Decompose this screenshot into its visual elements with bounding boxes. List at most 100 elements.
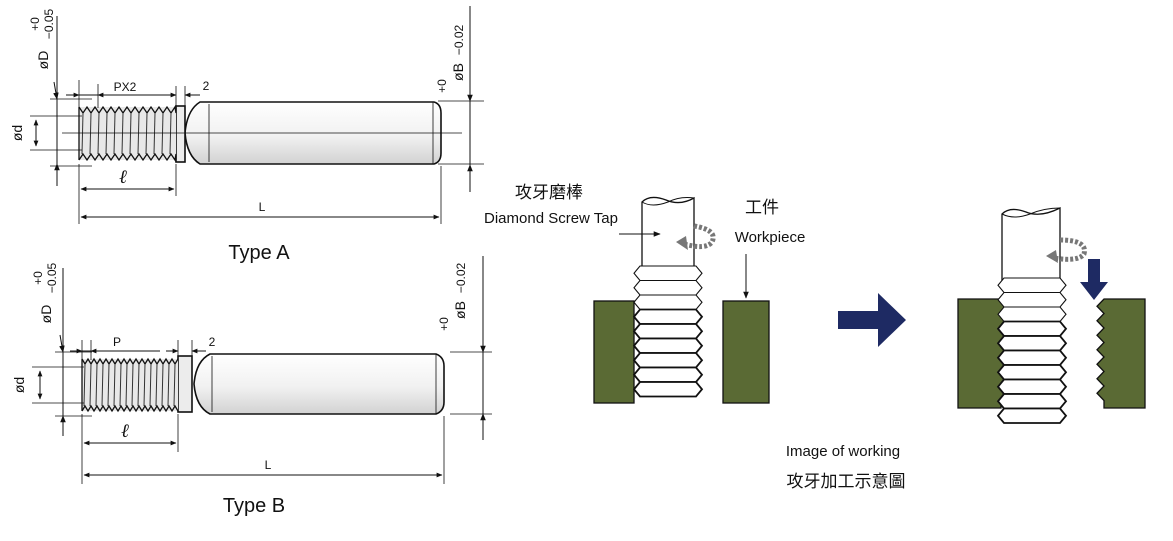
type-a-thread	[78, 105, 177, 162]
type-a-dim-B: øB +0 −0.02	[435, 6, 484, 192]
workpiece-right-b	[1096, 298, 1146, 409]
type-b-thread-len-label: ℓ	[121, 420, 129, 442]
type-b-thread-flank	[131, 363, 134, 407]
type-b-diam-D-label: øD	[38, 305, 54, 324]
workpiece-label-zh: 工件	[745, 198, 779, 218]
type-b-thread-flank	[101, 363, 104, 407]
tap-a-ridge	[632, 381, 704, 398]
tap-b-ridge	[997, 306, 1067, 323]
type-b-thread-flank	[137, 363, 140, 407]
type-a-drawing: øD +0 −0.05 ød PX2	[9, 6, 484, 264]
type-a-dim-D: øD +0 −0.05	[28, 8, 92, 186]
type-b-diam-B-tol-lower: −0.02	[454, 262, 468, 293]
tap-a-ridge	[633, 279, 703, 296]
type-b-thread-flank	[155, 363, 158, 407]
type-b-diam-D-tol-upper: +0	[31, 271, 45, 285]
type-b-body	[81, 353, 445, 415]
tap-b-ridge	[996, 407, 1068, 424]
type-b-dim-lengths: ℓ L	[81, 414, 445, 484]
tap-a-ridge	[633, 265, 703, 282]
tap-a-ridge	[632, 337, 704, 354]
type-b-dim-B: øB +0 −0.02	[437, 256, 492, 440]
type-b-thread-flank	[167, 363, 170, 407]
type-b-thread-flank	[143, 363, 146, 407]
type-b-thread	[81, 357, 179, 413]
working-after	[957, 206, 1146, 424]
tap-b-ridge	[996, 349, 1068, 366]
type-a-thread-flank	[169, 112, 172, 155]
type-a-dim-pitch: PX2	[66, 80, 170, 108]
working-caption-zh: 攻牙加工示意圖	[787, 472, 906, 492]
type-a-thread-flank	[105, 112, 108, 155]
type-a-dim-d: ød	[9, 115, 82, 151]
type-a-diam-d-label: ød	[9, 125, 25, 141]
type-a-thread-flank	[161, 112, 164, 155]
tap-b-ridge	[996, 364, 1068, 381]
type-b-diam-D-tol-lower: −0.05	[45, 262, 59, 293]
tap-thread-before	[632, 265, 704, 398]
type-a-thread-len-label: ℓ	[119, 166, 127, 188]
type-b-total-len-label: L	[265, 458, 272, 472]
type-a-thread-flank	[153, 112, 156, 155]
type-b-dim-shoulder: 2	[166, 335, 216, 356]
process-arrow-icon	[838, 293, 906, 347]
type-a-thread-flank	[137, 112, 140, 155]
type-a-thread-flank	[81, 112, 84, 155]
type-a-diam-D-tol-upper: +0	[28, 17, 42, 31]
type-b-diam-B-label: øB	[452, 301, 468, 319]
type-a-thread-flank	[97, 112, 100, 155]
type-a-body	[62, 101, 462, 165]
type-b-dim-d: ød	[11, 366, 84, 404]
type-b-dim-pitch: P	[70, 335, 160, 360]
working-caption-en: Image of working	[786, 443, 900, 460]
rotation-arrow-icon	[683, 223, 716, 250]
tap-a-ridge	[633, 294, 703, 311]
type-a-thread-flank	[89, 112, 92, 155]
tool-label-en: Diamond Screw Tap	[484, 210, 618, 227]
workpiece-label-en: Workpiece	[735, 229, 806, 246]
type-b-thread-flank	[173, 363, 176, 407]
svg-text:øD: øD	[35, 51, 51, 70]
type-a-total-len-label: L	[259, 200, 266, 214]
type-b-thread-crest-bottom	[81, 404, 179, 413]
tap-thread-after	[996, 277, 1068, 424]
tap-b-ridge	[997, 291, 1067, 308]
type-b-thread-flank	[83, 363, 86, 407]
type-b-title: Type B	[223, 495, 285, 517]
tap-b-ridge	[996, 393, 1068, 410]
feed-arrow-icon	[1080, 259, 1108, 300]
type-b-thread-flank	[125, 363, 128, 407]
type-a-diam-B-label: øB	[450, 63, 466, 81]
workpiece-right-a	[722, 300, 770, 404]
type-b-thread-flank	[149, 363, 152, 407]
type-a-dim-shoulder: 2	[164, 79, 210, 106]
type-a-thread-flank	[129, 112, 132, 155]
type-a-thread-flank	[145, 112, 148, 155]
tap-b-ridge	[996, 320, 1068, 337]
type-a-shoulder-label: 2	[203, 79, 210, 93]
tap-b-ridge	[996, 378, 1068, 395]
type-b-thread-flank	[95, 363, 98, 407]
type-a-diam-D-tol-lower: −0.05	[42, 8, 56, 39]
type-a-diam-B-tol-lower: −0.02	[452, 24, 466, 55]
type-b-diam-d-label: ød	[11, 377, 27, 393]
type-b-drawing: øD +0 −0.05 ød P 2	[11, 256, 492, 517]
tap-a-ridge	[632, 352, 704, 369]
type-b-thread-flank	[89, 363, 92, 407]
type-b-thread-flank	[161, 363, 164, 407]
tool-label-zh: 攻牙磨棒	[515, 183, 583, 203]
type-a-diam-B-tol-upper: +0	[435, 79, 449, 93]
type-b-thread-flank	[107, 363, 110, 407]
type-b-shoulder-label: 2	[209, 335, 216, 349]
type-a-thread-flank	[121, 112, 124, 155]
type-b-diam-B-tol-upper: +0	[437, 317, 451, 331]
type-b-thread-crest-top	[81, 357, 179, 366]
working-before: 攻牙磨棒 Diamond Screw Tap 工件 Workpiece	[484, 183, 806, 404]
workpiece-left-a	[593, 300, 635, 404]
type-b-pitch-label: P	[113, 335, 121, 349]
type-a-title: Type A	[228, 242, 290, 264]
tap-a-ridge	[632, 308, 704, 325]
tap-b-ridge	[997, 277, 1067, 294]
rotation-arrow-after-icon	[1053, 237, 1087, 262]
